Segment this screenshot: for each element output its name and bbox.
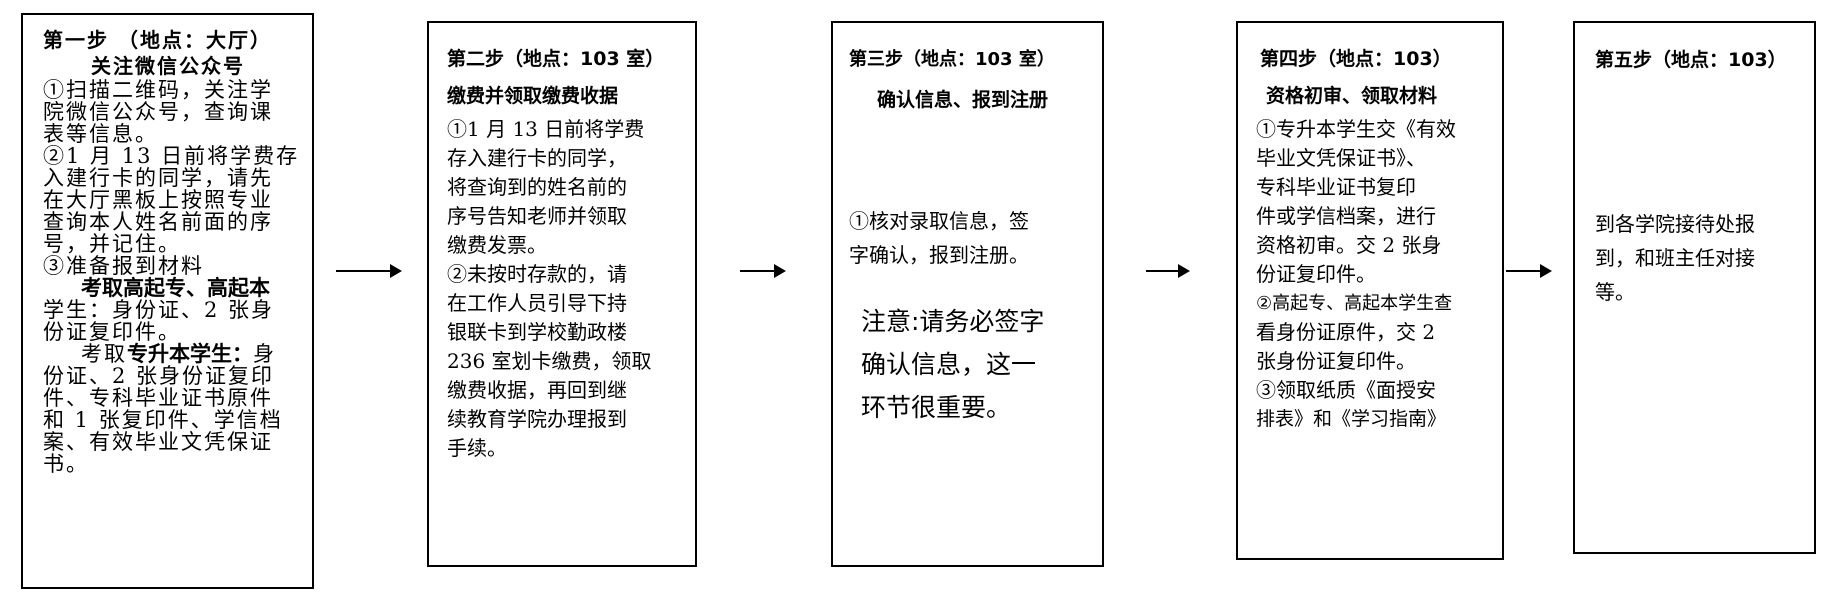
step-1-group2-bold: 专升本学生： bbox=[127, 342, 253, 366]
step-1-line: 书。 bbox=[43, 452, 89, 476]
step-2-line: 续教育学院办理报到 bbox=[447, 407, 627, 431]
arrow-right-icon bbox=[1146, 264, 1190, 278]
step-1-group2-heading: 考取专升本学生：身 bbox=[43, 343, 312, 365]
step-5-line: 到各学院接待处报 bbox=[1595, 212, 1755, 236]
step-2-line: 在工作人员引导下持 bbox=[447, 291, 627, 315]
step-1-box: 第一步 （地点：大厅） 关注微信公众号 ①扫描二维码，关注学 院微信公众号，查询… bbox=[21, 13, 314, 589]
step-3-box: 第三步（地点：103 室） 确认信息、报到注册 ①核对录取信息，签 字确认，报到… bbox=[831, 21, 1104, 567]
step-3-subtitle: 确认信息、报到注册 bbox=[877, 89, 1049, 111]
step-3-line: 字确认，报到注册。 bbox=[849, 243, 1029, 267]
step-1-line: 在大厅黑板上按照专业 bbox=[43, 188, 273, 212]
step-4-line: 张身份证复印件。 bbox=[1256, 349, 1416, 373]
step-5-line: 到，和班主任对接 bbox=[1595, 246, 1755, 270]
step-4-subtitle: 资格初审、领取材料 bbox=[1266, 85, 1438, 107]
step-1-group2-prefix: 考取 bbox=[81, 342, 127, 366]
step-2-subtitle: 缴费并领取缴费收据 bbox=[447, 85, 619, 107]
step-4-line: ③领取纸质《面授安 bbox=[1256, 378, 1436, 402]
step-1-line: 查询本人姓名前面的序 bbox=[43, 210, 273, 234]
step-4-line: 排表》和《学习指南》 bbox=[1256, 408, 1447, 430]
step-2-box: 第二步（地点：103 室） 缴费并领取缴费收据 ①1 月 13 日前将学费 存入… bbox=[427, 21, 697, 567]
step-5-line: 等。 bbox=[1595, 280, 1635, 304]
step-4-line: 毕业文凭保证书》、 bbox=[1256, 146, 1426, 170]
step-1-line: ②1 月 13 日前将学费存 bbox=[43, 144, 300, 168]
step-2-line: 存入建行卡的同学， bbox=[447, 146, 627, 170]
step-3-note: 环节很重要。 bbox=[861, 393, 1012, 422]
step-1-line: 和 1 张复印件、学信档 bbox=[43, 408, 283, 432]
step-3-line: ①核对录取信息，签 bbox=[849, 209, 1029, 233]
step-1-line: 入建行卡的同学，请先 bbox=[43, 166, 273, 190]
step-2-line: 将查询到的姓名前的 bbox=[447, 175, 627, 199]
step-1-subtitle: 关注微信公众号 bbox=[91, 54, 245, 78]
step-2-line: ①1 月 13 日前将学费 bbox=[447, 117, 645, 141]
step-1-line: 份证复印件。 bbox=[43, 320, 181, 344]
step-4-line: ②高起专、高起本学生查 bbox=[1256, 293, 1453, 314]
step-5-box: 第五步（地点：103） 到各学院接待处报 到，和班主任对接 等。 bbox=[1573, 21, 1816, 554]
step-3-title: 第三步（地点：103 室） bbox=[849, 49, 1055, 70]
step-2-line: 缴费收据，再回到继 bbox=[447, 378, 627, 402]
step-1-line: 案、有效毕业文凭保证 bbox=[43, 430, 273, 454]
step-4-line: 份证复印件。 bbox=[1256, 262, 1376, 286]
step-1-group2-first: 身 bbox=[253, 342, 276, 366]
step-4-line: 看身份证原件，交 2 bbox=[1256, 320, 1436, 344]
step-2-line: ②未按时存款的，请 bbox=[447, 262, 627, 286]
step-3-note: 确认信息，这一 bbox=[861, 350, 1037, 379]
step-2-line: 缴费发票。 bbox=[447, 233, 547, 257]
arrow-right-icon bbox=[1506, 264, 1552, 278]
arrow-right-icon bbox=[336, 264, 402, 278]
step-1-title: 第一步 （地点：大厅） bbox=[43, 28, 272, 52]
step-4-line: 件或学信档案，进行 bbox=[1256, 204, 1436, 228]
step-2-line: 手续。 bbox=[447, 436, 507, 460]
step-1-line: 号，并记住。 bbox=[43, 232, 181, 256]
step-4-line: ①专升本学生交《有效 bbox=[1256, 117, 1456, 141]
step-2-title: 第二步（地点：103 室） bbox=[447, 48, 665, 70]
step-1-line: 份证、2 张身份证复印 bbox=[43, 364, 275, 388]
step-2-line: 236 室划卡缴费，领取 bbox=[447, 349, 652, 373]
step-1-line: 学生：身份证、2 张身 bbox=[43, 298, 275, 322]
step-1-line: ①扫描二维码，关注学 bbox=[43, 78, 273, 102]
arrow-right-icon bbox=[740, 264, 786, 278]
step-1-line: 院微信公众号，查询课 bbox=[43, 100, 273, 124]
step-2-line: 银联卡到学校勤政楼 bbox=[447, 320, 627, 344]
step-1-line: ③准备报到材料 bbox=[43, 254, 204, 278]
step-3-note: 注意:请务必签字 bbox=[861, 307, 1045, 336]
step-4-box: 第四步（地点：103） 资格初审、领取材料 ①专升本学生交《有效 毕业文凭保证书… bbox=[1236, 21, 1504, 560]
step-1-group1-title: 考取高起专、高起本 bbox=[81, 276, 270, 300]
step-4-title: 第四步（地点：103） bbox=[1260, 48, 1452, 70]
step-4-line: 专科毕业证书复印 bbox=[1256, 175, 1416, 199]
step-1-line: 表等信息。 bbox=[43, 122, 158, 146]
step-2-line: 序号告知老师并领取 bbox=[447, 204, 627, 228]
step-5-title: 第五步（地点：103） bbox=[1595, 49, 1787, 71]
step-1-line: 件、专科毕业证书原件 bbox=[43, 386, 273, 410]
step-4-line: 资格初审。交 2 张身 bbox=[1256, 233, 1442, 257]
